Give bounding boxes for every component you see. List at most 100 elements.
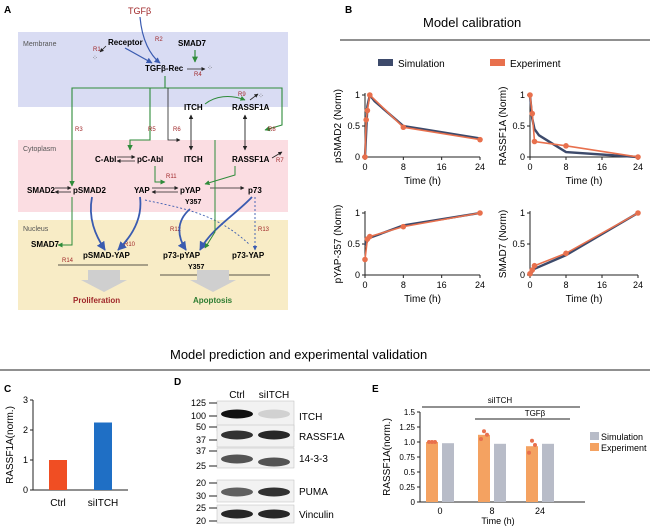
y-tick-label: 0 [520,270,525,280]
bar-ctrl [49,460,67,490]
wire-psmad2-smad7 [57,197,73,248]
label-r3: R3 [75,127,83,133]
bar-simulation-8 [494,443,506,502]
node-receptor: Receptor [108,38,143,47]
data-point [529,267,536,273]
node-pyap: pYAP [180,186,201,195]
membrane-label: Membrane [23,41,57,48]
arrow-rassf1a-r7 [271,151,283,159]
x-tick-label: 8 [489,506,494,516]
y-tick-label: 0.5 [404,468,416,477]
node-rassf1a-top: RASSF1A [232,103,270,112]
arrow-itch-to-rassf1a [204,96,246,105]
y-tick-label: 3 [23,395,28,405]
y-axis-label: RASSF1A (Norm) [498,87,509,166]
x-tick-label: 0 [527,280,532,290]
mw-marker: 50 [196,422,206,432]
node-y357: Y357 [185,199,201,206]
data-point [363,117,369,123]
mw-marker: 100 [191,411,206,421]
degradation-icon-r4: ⁘ [207,65,213,72]
label-r6: R6 [173,127,181,133]
degradation-icon-r9: ⁘ [258,93,264,100]
proliferation-arrow-icon [81,270,127,292]
y-tick-label: 0 [411,498,416,507]
replicate-point [427,440,431,444]
y-tick-label: 1 [355,90,360,100]
x-tick-label: 24 [475,162,485,172]
data-point [366,92,373,98]
series-line-simulation [363,211,481,246]
series-line-simulation [363,92,481,158]
mw-marker: 25 [196,461,206,471]
label-r4: R4 [194,72,202,78]
panel-label-c: C [4,384,11,395]
y-tick-label: 1 [355,208,360,218]
blot-frame [216,504,295,524]
x-tick-label: 24 [475,280,485,290]
data-point [563,143,569,149]
wire-r5 [127,88,151,151]
y-tick-label: 0.5 [347,239,360,249]
x-tick-label: 16 [437,162,447,172]
label-r1: R1 [93,47,101,53]
x-tick-label: Ctrl [50,498,66,509]
panel-label-b: B [345,5,352,16]
replicate-point [530,438,534,443]
legend-experiment-label: Experiment [510,59,561,70]
outcome-apoptosis: Apoptosis [193,296,233,305]
bar-simulation-24 [542,443,554,502]
y-tick-label: 0 [520,152,525,162]
node-cabl: C-Abl [95,155,116,164]
legend-e-experiment-swatch [590,443,599,451]
bar-experiment-24 [526,446,538,502]
outcome-proliferation: Proliferation [73,296,120,305]
y-tick-label: 0.5 [512,239,525,249]
y-axis-label: RASSF1A(norm.) [382,418,393,496]
wire-pcabl-r12 [204,140,216,249]
panel-label-d: D [174,377,181,388]
panel-label-a: A [4,5,11,16]
legend-experiment-swatch [490,59,505,66]
wire-r3 [69,76,166,187]
dashed-yap-to-p73yap [144,199,251,246]
blot-band [221,409,253,419]
node-itch-mid: ITCH [184,155,203,164]
series-line-experiment [529,94,639,158]
blot-band [258,487,290,497]
data-point [527,92,533,98]
label-r10: R10 [124,242,136,248]
label-r11: R11 [166,174,177,180]
replicate-point [485,432,489,437]
node-pcabl: pC-Abl [137,155,163,164]
label-r7: R7 [276,158,284,164]
data-point [531,138,538,145]
legend-e-experiment-label: Experiment [601,443,647,453]
bar-siitch [94,422,112,490]
x-tick-label: 0 [527,162,532,172]
legend-e-simulation-label: Simulation [601,432,643,442]
data-point [635,210,641,216]
x-tick-label: 16 [597,280,607,290]
data-point [364,107,371,114]
x-axis-label: Time (h) [566,294,603,305]
wire-pcabl-r11 [154,166,166,185]
blot-frame [216,479,295,503]
calibration-title: Model calibration [423,15,521,30]
y-tick-label: 0.25 [399,483,415,492]
mw-marker: 20 [196,516,206,526]
x-tick-label: siITCH [88,498,119,509]
node-p73: p73 [248,186,262,195]
mw-marker: 20 [196,478,206,488]
data-point [362,154,368,160]
nucleus-label: Nucleus [23,226,49,233]
node-smad2: SMAD2 [27,186,56,195]
cytoplasm-label: Cytoplasm [23,146,56,153]
data-point [635,154,641,160]
blot-band [258,509,290,519]
node-rassf1a-mid: RASSF1A [232,155,270,164]
node-y357b: Y357 [188,264,204,271]
